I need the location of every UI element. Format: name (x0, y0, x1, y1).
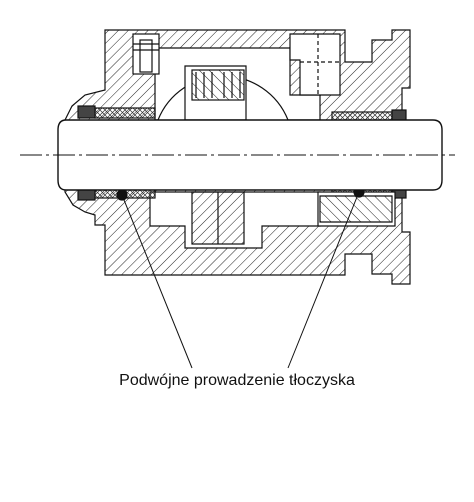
leader-line-left (121, 194, 193, 369)
spring (191, 69, 245, 101)
leader-line-right (287, 191, 360, 369)
piston-rod (57, 119, 443, 191)
right-insert (289, 33, 341, 96)
caption: Podwójne prowadzenie tłoczyska (119, 372, 355, 389)
left-top-seal (94, 107, 156, 119)
